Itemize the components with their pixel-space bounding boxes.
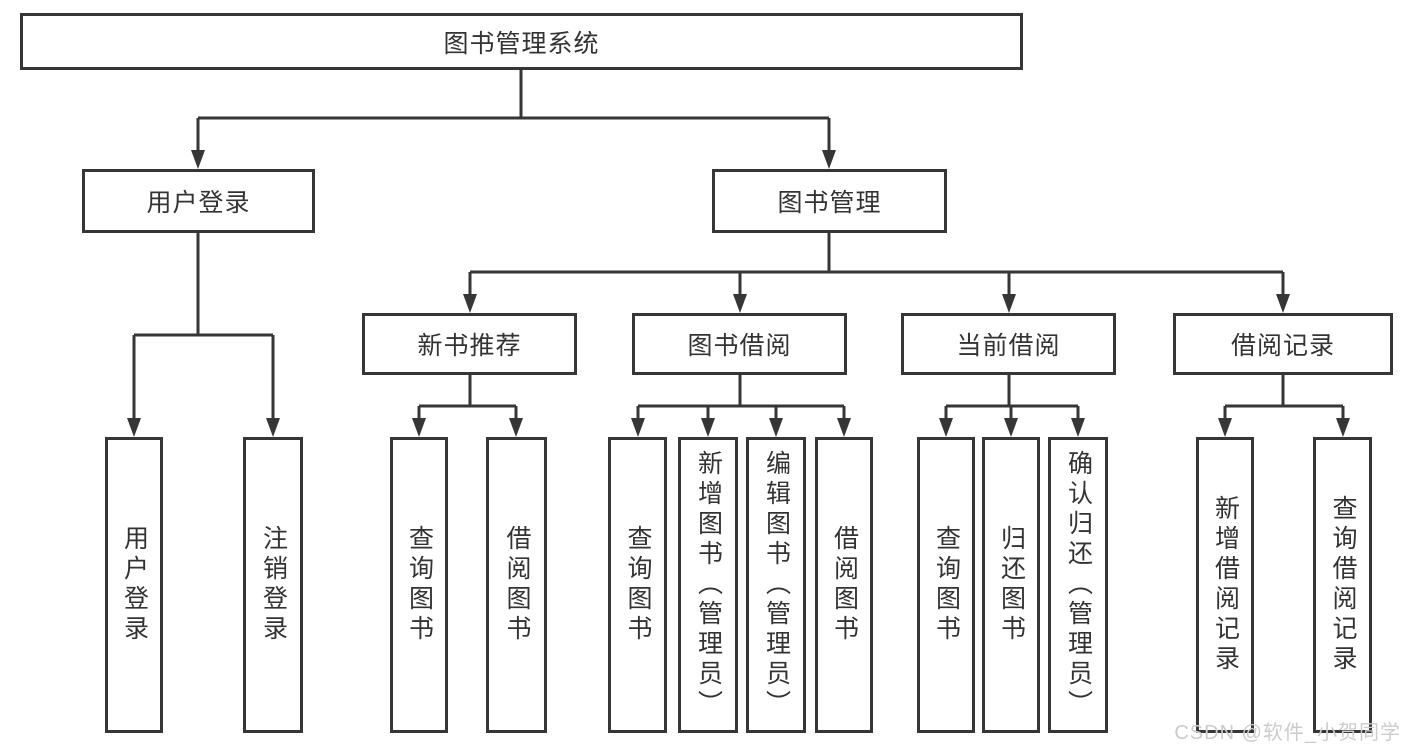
leaf-cb-query-books: 查询图书 xyxy=(917,437,975,733)
leaf-bb-edit-books-admin-label: 编辑图书（管理员） xyxy=(762,450,791,720)
leaf-bb-borrow-books: 借阅图书 xyxy=(815,437,873,733)
node-library-system-label: 图书管理系统 xyxy=(443,29,600,58)
node-borrowing-records: 借阅记录 xyxy=(1173,313,1393,375)
leaf-cb-return-books-label: 归还图书 xyxy=(997,525,1026,645)
leaf-bb-edit-books-admin: 编辑图书（管理员） xyxy=(746,437,806,733)
leaf-cb-return-books: 归还图书 xyxy=(982,437,1040,733)
leaf-nbr-query-books-label: 查询图书 xyxy=(405,525,434,645)
leaf-logout-label: 注销登录 xyxy=(259,525,288,645)
node-book-borrowing-label: 图书借阅 xyxy=(687,332,792,360)
node-book-management-label: 图书管理 xyxy=(777,189,882,217)
leaf-bb-add-books-admin: 新增图书（管理员） xyxy=(678,437,738,733)
node-new-book-recommend: 新书推荐 xyxy=(362,313,577,375)
leaf-br-query-record: 查询借阅记录 xyxy=(1313,437,1372,733)
node-book-management: 图书管理 xyxy=(712,169,947,233)
leaf-user-login: 用户登录 xyxy=(105,437,163,733)
leaf-user-login-label: 用户登录 xyxy=(120,525,149,645)
node-current-borrowing-label: 当前借阅 xyxy=(956,332,1061,360)
leaf-nbr-borrow-books: 借阅图书 xyxy=(486,437,547,733)
leaf-logout: 注销登录 xyxy=(243,437,303,733)
leaf-bb-borrow-books-label: 借阅图书 xyxy=(830,525,859,645)
leaf-br-add-record: 新增借阅记录 xyxy=(1196,437,1254,733)
leaf-bb-add-books-admin-label: 新增图书（管理员） xyxy=(694,450,723,720)
leaf-cb-query-books-label: 查询图书 xyxy=(932,525,961,645)
leaf-cb-confirm-return-admin-label: 确认归还（管理员） xyxy=(1064,450,1093,720)
node-user-login-branch: 用户登录 xyxy=(82,169,315,233)
node-new-book-recommend-label: 新书推荐 xyxy=(417,332,522,360)
node-current-borrowing: 当前借阅 xyxy=(901,313,1116,375)
leaf-cb-confirm-return-admin: 确认归还（管理员） xyxy=(1048,437,1108,733)
csdn-watermark: CSDN @软件_小贺同学 xyxy=(1174,722,1401,744)
node-book-borrowing: 图书借阅 xyxy=(632,313,847,375)
leaf-bb-query-books: 查询图书 xyxy=(608,437,667,733)
leaf-nbr-borrow-books-label: 借阅图书 xyxy=(503,525,531,645)
leaf-nbr-query-books: 查询图书 xyxy=(390,437,448,733)
leaf-br-add-record-label: 新增借阅记录 xyxy=(1211,495,1240,675)
leaf-br-query-record-label: 查询借阅记录 xyxy=(1329,495,1357,675)
node-user-login-branch-label: 用户登录 xyxy=(146,189,251,217)
node-library-system: 图书管理系统 xyxy=(20,13,1023,70)
node-borrowing-records-label: 借阅记录 xyxy=(1230,332,1335,360)
elbow-connectors xyxy=(132,70,1345,425)
leaf-bb-query-books-label: 查询图书 xyxy=(624,525,652,645)
